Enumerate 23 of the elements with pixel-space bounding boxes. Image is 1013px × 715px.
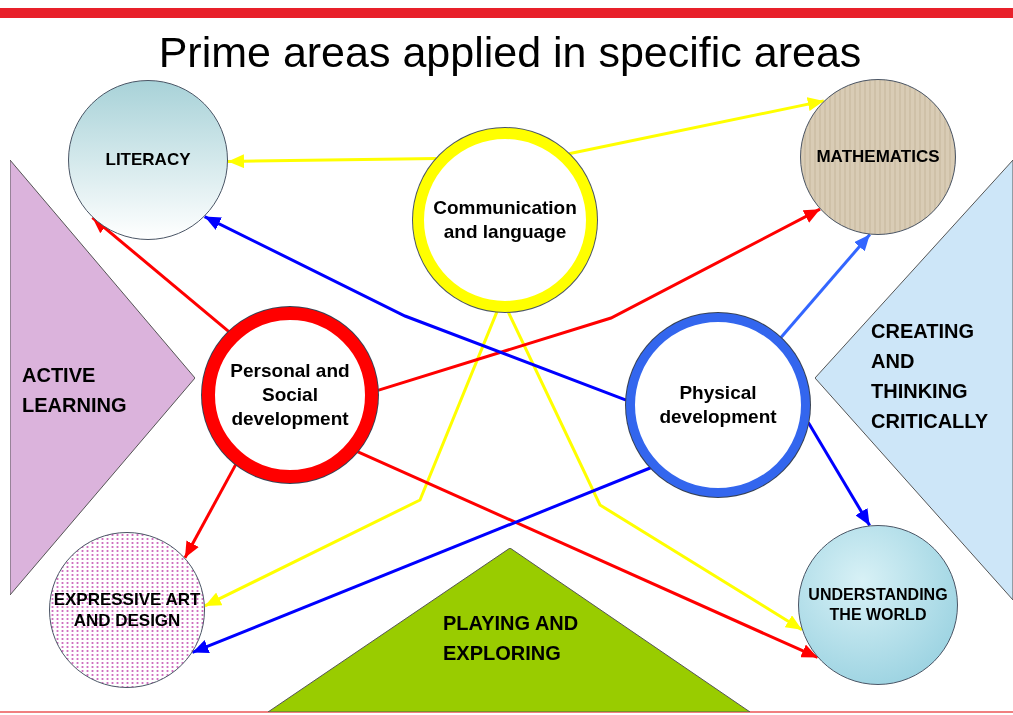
arrow bbox=[807, 421, 871, 527]
area-label: CREATING AND THINKING CRITICALLY bbox=[871, 319, 990, 434]
arrow bbox=[506, 311, 803, 631]
arrow bbox=[191, 466, 652, 654]
area-label: LITERACY bbox=[105, 149, 191, 171]
arrow bbox=[377, 207, 821, 392]
area-label: ACTIVE LEARNING bbox=[22, 363, 128, 418]
arrow bbox=[227, 154, 437, 169]
area-label: Personal and Social development bbox=[229, 359, 351, 431]
area-label: EXPRESSIVE ART AND DESIGN bbox=[52, 588, 202, 632]
arrow bbox=[356, 450, 819, 659]
area-label: PLAYING AND EXPLORING bbox=[443, 611, 580, 666]
arrow bbox=[203, 215, 627, 402]
title: Prime areas applied in specific areas bbox=[157, 27, 863, 78]
arrow bbox=[779, 233, 871, 339]
arrow bbox=[204, 311, 499, 608]
area-label: UNDERSTANDING THE WORLD bbox=[807, 585, 949, 625]
area-label: Physical development bbox=[658, 381, 778, 429]
area-label: Communication and language bbox=[432, 196, 578, 244]
arrow bbox=[183, 463, 238, 559]
arrow bbox=[568, 97, 825, 156]
arrow bbox=[91, 216, 230, 333]
area-label: MATHEMATICS bbox=[816, 146, 940, 168]
